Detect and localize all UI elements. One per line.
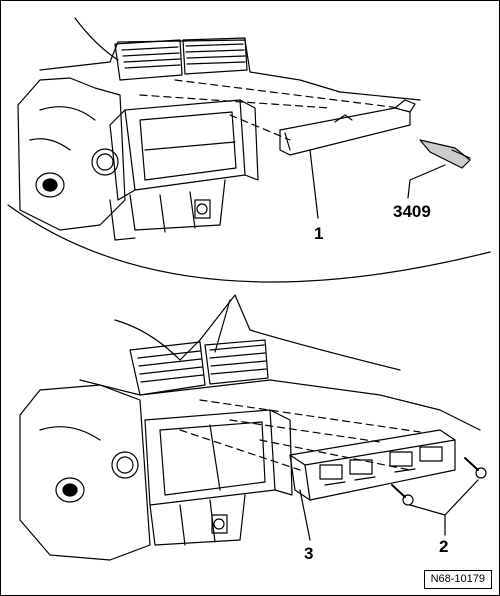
dashboard-top-outline xyxy=(39,39,421,101)
leader-part-2 xyxy=(409,479,479,536)
leader-tool-3409 xyxy=(407,164,446,199)
detail-arc-left xyxy=(74,17,119,61)
vent-knob-left-bottom xyxy=(111,451,139,479)
steering-column-bottom xyxy=(55,477,85,503)
label-part-2: 2 xyxy=(439,537,449,556)
radio-compartment-top xyxy=(109,99,259,241)
air-vent-top xyxy=(114,37,248,81)
guide-lines-top xyxy=(139,79,401,141)
air-vent-bottom xyxy=(129,339,269,396)
tool-3409 xyxy=(419,139,471,169)
steering-column xyxy=(35,172,65,198)
dashboard-left-body xyxy=(17,77,126,231)
radio-frame-bottom xyxy=(144,409,293,546)
label-part-1: 1 xyxy=(314,224,324,243)
label-tool-3409: 3409 xyxy=(393,202,431,221)
dashboard-left-body-bottom xyxy=(19,384,151,561)
part-2-screws xyxy=(391,457,487,506)
detail-arc xyxy=(7,204,491,283)
part-1-trim-cover xyxy=(279,99,416,156)
vent-knob-left xyxy=(91,148,119,176)
leader-part-3 xyxy=(299,489,311,541)
bottom-view xyxy=(19,294,487,561)
top-detail-view xyxy=(7,17,491,283)
label-part-3: 3 xyxy=(304,544,314,563)
guide-lines-bottom xyxy=(179,399,421,471)
leader-part-1 xyxy=(309,149,319,219)
figure-reference: N68-10179 xyxy=(423,569,492,589)
part-3-radio-unit xyxy=(289,429,456,501)
